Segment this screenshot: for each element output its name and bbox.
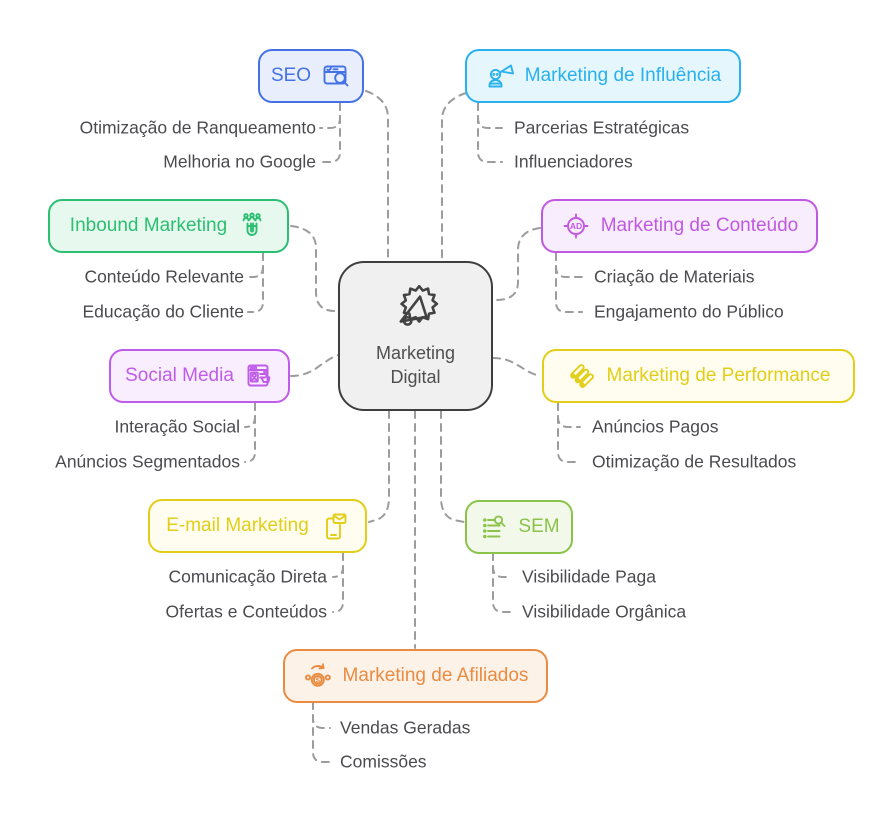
central-topic-line1: Marketing — [375, 342, 456, 363]
sub-topic-label: Melhoria no Google — [163, 151, 316, 172]
sub-topic-label: Visibilidade Orgânica — [522, 601, 687, 622]
branch-node-influencia: Marketing de Influência — [465, 49, 741, 103]
svg-text:AD: AD — [570, 221, 582, 231]
branch-node-conteudo: AD Marketing de Conteúdo — [541, 199, 818, 253]
phone-mail-icon — [319, 511, 349, 541]
sub-topic-label: Otimização de Ranqueamento — [79, 117, 316, 138]
diagonal-banners-icon — [567, 361, 597, 391]
sub-topic-label: Anúncios Pagos — [592, 416, 719, 437]
branch-label: SEM — [518, 516, 560, 537]
browser-search-icon — [321, 61, 351, 91]
branch-label: Marketing de Afiliados — [342, 665, 529, 686]
central-topic-label: Marketing Digital — [376, 341, 455, 390]
coin-referral-icon: $ — [303, 661, 333, 691]
browser-profile-click-icon — [244, 361, 274, 391]
magnet-people-icon — [237, 211, 267, 241]
list-search-icon — [478, 512, 508, 542]
branch-node-afiliados: $ Marketing de Afiliados — [283, 649, 548, 703]
influencer-megaphone-icon — [485, 61, 515, 91]
sub-topic-label: Interação Social — [114, 416, 241, 437]
sub-topic-label: Conteúdo Relevante — [84, 266, 244, 287]
branch-node-performance: Marketing de Performance — [542, 349, 855, 403]
sub-topic-label: Engajamento do Público — [594, 301, 784, 322]
sub-topic-label: Parcerias Estratégicas — [514, 117, 690, 138]
sub-topic-label: Anúncios Segmentados — [55, 451, 240, 472]
branch-node-seo: SEO — [258, 49, 364, 103]
branch-label: Marketing de Performance — [606, 365, 831, 386]
sub-topic-label: Criação de Materiais — [594, 266, 755, 287]
sub-topic-label: Influenciadores — [514, 151, 633, 172]
sub-topic-label: Ofertas e Conteúdos — [165, 601, 327, 622]
branch-label: E-mail Marketing — [166, 515, 309, 536]
branch-label: Inbound Marketing — [69, 215, 228, 236]
branch-label: Marketing de Influência — [524, 65, 722, 86]
branch-node-email: E-mail Marketing — [148, 499, 367, 553]
sub-topic-label: Otimização de Resultados — [592, 451, 797, 472]
connector-group — [244, 90, 583, 763]
svg-text:$: $ — [315, 676, 320, 685]
branch-node-sem: SEM — [465, 500, 573, 554]
central-topic-node: Marketing Digital — [338, 261, 493, 411]
branch-node-inbound: Inbound Marketing — [48, 199, 289, 253]
branch-node-social: Social Media — [109, 349, 290, 403]
branch-label: Social Media — [125, 365, 234, 386]
sub-topic-label: Vendas Geradas — [340, 717, 471, 738]
sub-topic-label: Comunicação Direta — [168, 566, 327, 587]
ad-target-icon: AD — [561, 211, 591, 241]
sub-topic-label: Educação do Cliente — [82, 301, 245, 322]
central-topic-line2: Digital — [390, 367, 441, 388]
branch-label: Marketing de Conteúdo — [600, 215, 799, 236]
megaphone-badge-icon — [390, 283, 442, 334]
branch-label: SEO — [270, 65, 312, 86]
sub-topic-label: Comissões — [340, 751, 427, 772]
sub-topic-label: Visibilidade Paga — [522, 566, 656, 587]
